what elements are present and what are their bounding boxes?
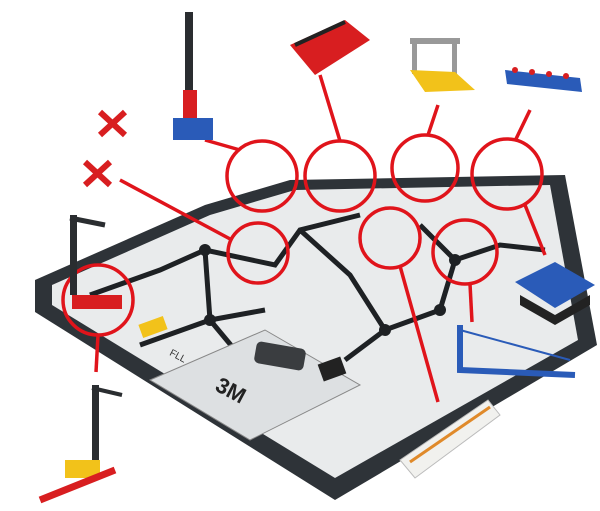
callout-circle-ramp (303, 139, 377, 213)
base-device (254, 341, 306, 371)
model-crane-bottom (38, 385, 123, 504)
model-blue-arm (457, 325, 576, 378)
model-rail (505, 67, 582, 92)
callout-circle-gate (390, 133, 460, 203)
callout-circle-tower (225, 139, 299, 213)
model-crane-left (69, 215, 122, 309)
callout-lines (94, 74, 547, 403)
model-white-beam (399, 399, 501, 479)
model-cross-pieces (82, 109, 128, 188)
model-ramp (290, 20, 370, 75)
lego-logo (317, 356, 347, 382)
callout-circle-cross (226, 221, 290, 285)
callout-circle-beam (358, 206, 422, 270)
callout-circle-crane (61, 263, 135, 337)
model-blue-platform (515, 262, 595, 325)
mat-nodes (199, 244, 461, 336)
base-area (148, 329, 362, 441)
callout-circle-arm (431, 218, 499, 286)
model-small-yellow (138, 315, 168, 339)
model-tower (173, 12, 213, 140)
model-gate (410, 38, 475, 92)
callout-circle-rail (470, 137, 544, 211)
board-mat (52, 185, 578, 478)
